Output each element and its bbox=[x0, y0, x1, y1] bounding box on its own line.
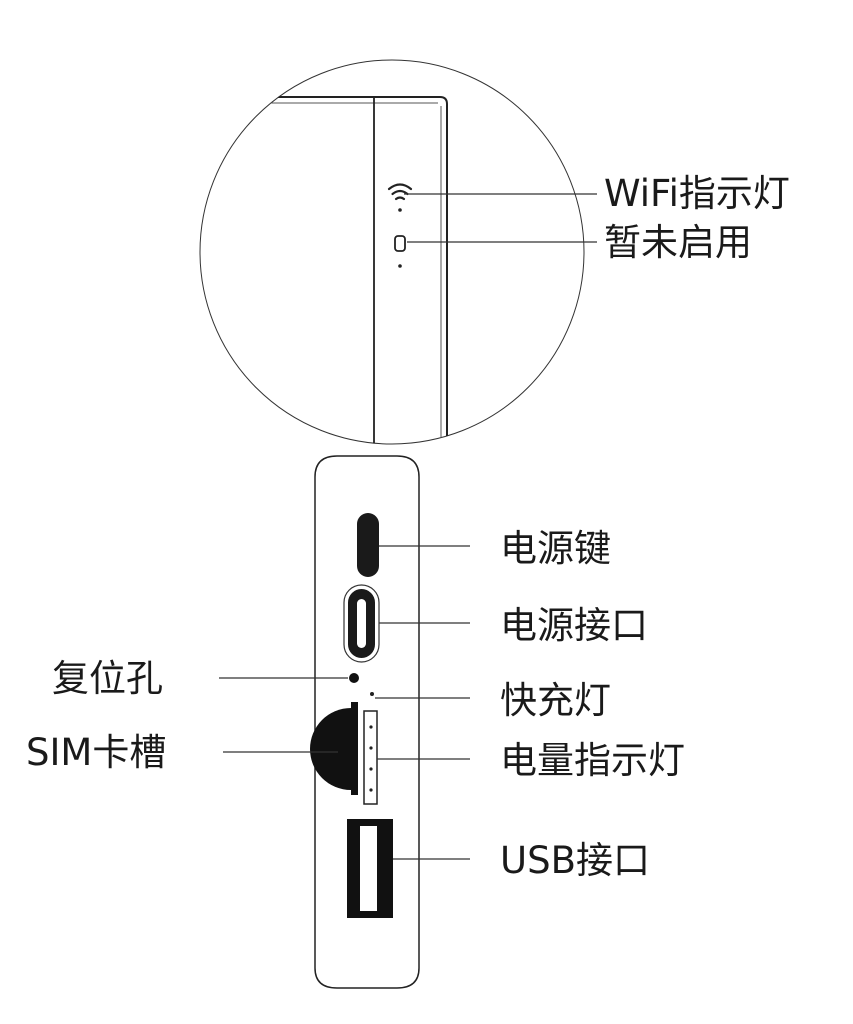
magnified-view bbox=[199, 59, 585, 445]
power-port-label: 电源接口 bbox=[500, 604, 648, 647]
device-edge-detail bbox=[200, 96, 448, 444]
usb-port-label: USB接口 bbox=[500, 839, 650, 882]
battery-indicator-label: 电量指示灯 bbox=[500, 739, 685, 782]
device-side-view bbox=[310, 455, 420, 989]
battery-indicator-strip bbox=[363, 710, 378, 805]
power-button-shape bbox=[357, 513, 379, 577]
wifi-indicator-label: WiFi指示灯 bbox=[604, 172, 790, 215]
sim-slot-label: SIM卡槽 bbox=[26, 731, 167, 774]
power-port-shape bbox=[343, 584, 380, 663]
reset-hole-shape bbox=[349, 673, 359, 683]
not-enabled-label: 暂未启用 bbox=[604, 221, 752, 264]
fast-charge-light-dot bbox=[370, 692, 374, 696]
unused-indicator-icon bbox=[394, 235, 406, 268]
fast-charge-light-label: 快充灯 bbox=[500, 679, 611, 722]
reset-hole-label: 复位孔 bbox=[52, 657, 163, 700]
usb-port-shape bbox=[347, 819, 393, 918]
sim-slot-shape bbox=[310, 702, 358, 795]
wifi-icon bbox=[387, 183, 413, 212]
power-button-label: 电源键 bbox=[500, 527, 611, 570]
magnifier-circle bbox=[199, 59, 585, 445]
